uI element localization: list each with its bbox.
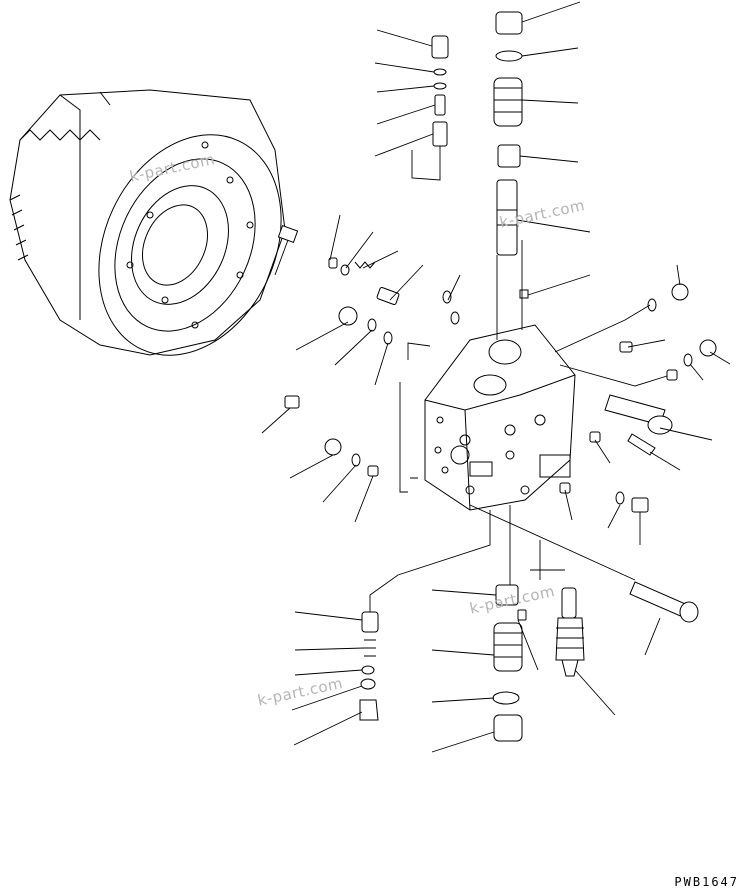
final-drive-housing[interactable] (9, 89, 316, 385)
housing-plug[interactable] (274, 224, 299, 276)
relief-valve-cartridge[interactable] (555, 587, 616, 716)
motor-valve-body[interactable] (424, 324, 576, 511)
lower-spool-stack[interactable] (431, 584, 539, 753)
left-side-fittings[interactable] (261, 214, 461, 523)
mounting-bolt[interactable] (469, 504, 699, 656)
lower-axis-line (509, 505, 565, 590)
right-side-fittings[interactable] (519, 264, 731, 545)
lower-left-fittings[interactable] (291, 510, 491, 746)
upper-spool-stack[interactable] (493, 1, 591, 256)
upper-axis-line (496, 240, 523, 340)
upper-left-fittings[interactable] (374, 29, 449, 181)
drawing-code-label: PWB1647 (674, 875, 739, 889)
